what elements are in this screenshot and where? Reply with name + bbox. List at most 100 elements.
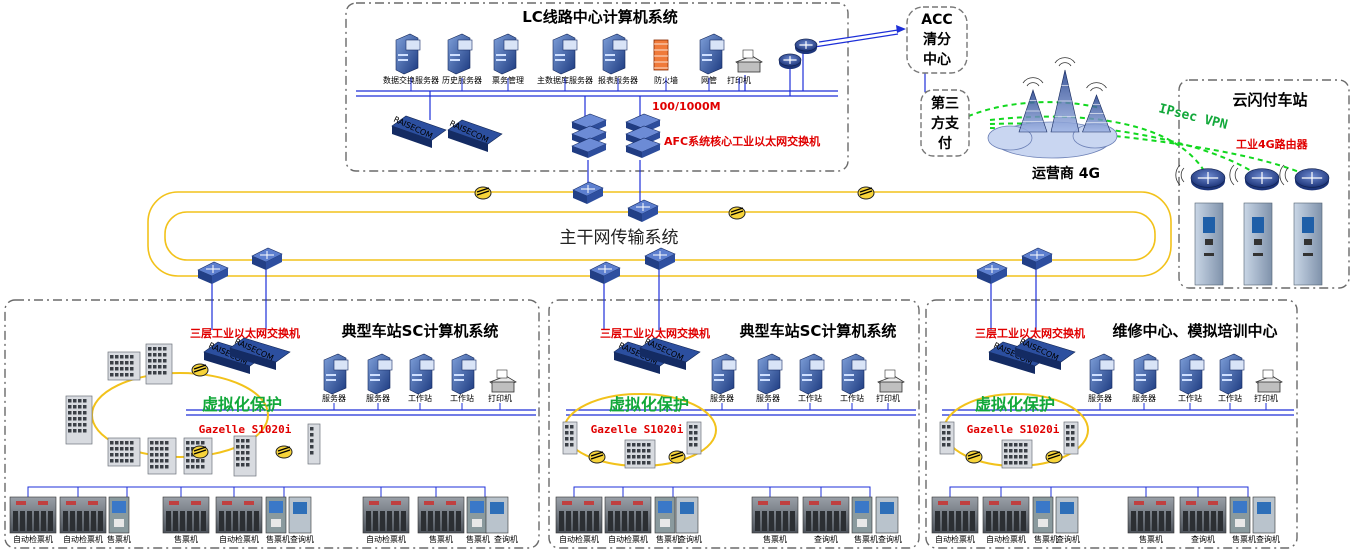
wireless-icon xyxy=(1229,164,1239,186)
station-title: 维修中心、模拟培训中心 xyxy=(1112,322,1277,340)
ticket-gate-icon xyxy=(751,496,799,534)
raisecom-switch-icon: RAISECOM xyxy=(447,119,503,152)
raisecom-switch-icon: RAISECOM xyxy=(1014,337,1076,370)
ticket-vending-machine-icon xyxy=(1229,496,1251,534)
gazelle-label: Gazelle S1020i xyxy=(199,423,292,436)
terminal-label: 自动检票机 xyxy=(366,534,406,544)
acc-label: 中心 xyxy=(923,51,951,68)
terminal-links xyxy=(573,486,871,497)
printer-icon xyxy=(489,369,517,393)
ring-link-icon xyxy=(1045,450,1063,464)
access-switch-icon xyxy=(686,421,702,455)
ring-link-icon xyxy=(474,186,492,200)
third-party-label: 付 xyxy=(938,135,952,152)
switch-icon xyxy=(976,261,1008,284)
wireless-icon xyxy=(1279,164,1289,186)
carrier-4g: 运营商 4G IPsec VPN xyxy=(987,57,1229,182)
server-icon xyxy=(711,353,737,395)
station-3: 维修中心、模拟培训中心三层工业以太网交换机RAISECOMRAISECOM虚拟化… xyxy=(931,322,1283,544)
station-1: 典型车站SC计算机系统三层工业以太网交换机RAISECOMRAISECOM虚拟化… xyxy=(9,322,517,544)
switch-icon xyxy=(572,181,604,204)
router-icon xyxy=(1190,168,1226,191)
virtualization-label: 虚拟化保护 xyxy=(202,395,282,414)
access-switch-icon xyxy=(147,437,177,475)
core-switch-label: AFC系统核心工业以太网交换机 xyxy=(664,134,820,148)
terminal-link xyxy=(1016,486,1052,497)
server-icon xyxy=(493,33,519,75)
terminal-link xyxy=(622,486,640,497)
terminal-label: 售票机 xyxy=(174,534,198,544)
terminal-label: 自动检票机 xyxy=(559,534,599,544)
maintenance-center-frame xyxy=(925,299,1298,549)
ticket-vending-machine-icon xyxy=(108,496,130,534)
terminal-link xyxy=(77,486,180,497)
ticket-gate-icon xyxy=(802,496,850,534)
ticket-vending-machine-icon xyxy=(265,496,287,534)
access-switch-icon xyxy=(107,351,141,381)
switch-icon xyxy=(644,247,676,270)
core-switch-icon xyxy=(571,113,607,158)
terminal-link xyxy=(180,486,437,497)
terminal-label: 查询机 xyxy=(1256,534,1280,544)
station-server-label: 工作站 xyxy=(1218,393,1242,403)
server-icon xyxy=(367,353,393,395)
terminal-label: 自动检票机 xyxy=(608,534,648,544)
query-terminal-icon xyxy=(288,496,312,534)
access-switch-icon xyxy=(1063,421,1079,455)
switch-icon xyxy=(1021,247,1053,270)
query-terminal-icon xyxy=(1055,496,1079,534)
server-icon xyxy=(1219,353,1245,395)
station-1-frame xyxy=(4,299,540,549)
terminal-link xyxy=(180,486,182,497)
l3-switch-label: 三层工业以太网交换机 xyxy=(600,326,710,340)
carrier-label: 运营商 4G xyxy=(1032,165,1100,182)
printer-icon xyxy=(735,49,763,73)
printer-icon xyxy=(877,369,905,393)
terminal-label: 售票机 xyxy=(656,534,680,544)
query-terminal-icon xyxy=(485,496,509,534)
access-switch-icon xyxy=(624,439,656,469)
router-icon xyxy=(1294,168,1330,191)
cell-tower-icon xyxy=(1018,77,1048,133)
server-icon xyxy=(552,33,578,75)
vpn-label: IPsec VPN xyxy=(1157,101,1229,133)
server-icon xyxy=(1179,353,1205,395)
terminal-link xyxy=(949,486,1016,497)
third-party-frame xyxy=(920,89,970,157)
gazelle-label: Gazelle S1020i xyxy=(591,423,684,436)
access-switch-icon xyxy=(307,423,321,465)
terminal-label: 售票机 xyxy=(1232,534,1256,544)
terminal-label: 查询机 xyxy=(494,534,518,544)
kiosk-icon xyxy=(1243,202,1273,286)
terminal-label: 查询机 xyxy=(290,534,314,544)
ticket-vending-machine-icon xyxy=(1032,496,1054,534)
backbone-devices: 主干网传输系统 xyxy=(197,181,1053,284)
acc-arrows xyxy=(896,25,906,33)
server-icon xyxy=(841,353,867,395)
ticket-gate-icon xyxy=(215,496,263,534)
terminal-link xyxy=(180,486,382,497)
terminal-label: 售票机 xyxy=(1139,534,1163,544)
station-2: 典型车站SC计算机系统三层工业以太网交换机RAISECOMRAISECOM虚拟化… xyxy=(555,322,905,544)
station-server-label: 工作站 xyxy=(450,393,474,403)
terminal-link xyxy=(640,486,822,497)
server-icon xyxy=(1133,353,1159,395)
ring-link-icon xyxy=(191,363,209,377)
ticket-gate-icon xyxy=(59,496,107,534)
station-2-frame xyxy=(548,299,920,549)
ticket-gate-icon xyxy=(162,496,210,534)
kiosk-icon xyxy=(1293,202,1323,286)
terminal-label: 查询机 xyxy=(814,534,838,544)
terminal-label: 查询机 xyxy=(1056,534,1080,544)
terminal-label: 售票机 xyxy=(107,534,131,544)
ticket-vending-machine-icon xyxy=(654,496,676,534)
query-terminal-icon xyxy=(1252,496,1276,534)
ticket-gate-icon xyxy=(1179,496,1227,534)
lc-title: LC线路中心计算机系统 xyxy=(522,8,678,26)
query-terminal-icon xyxy=(875,496,899,534)
terminal-label: 自动检票机 xyxy=(986,534,1026,544)
ring-link-icon xyxy=(275,445,293,459)
terminal-label: 查询机 xyxy=(1191,534,1215,544)
terminal-link xyxy=(1016,486,1199,497)
server-icon xyxy=(699,33,725,75)
